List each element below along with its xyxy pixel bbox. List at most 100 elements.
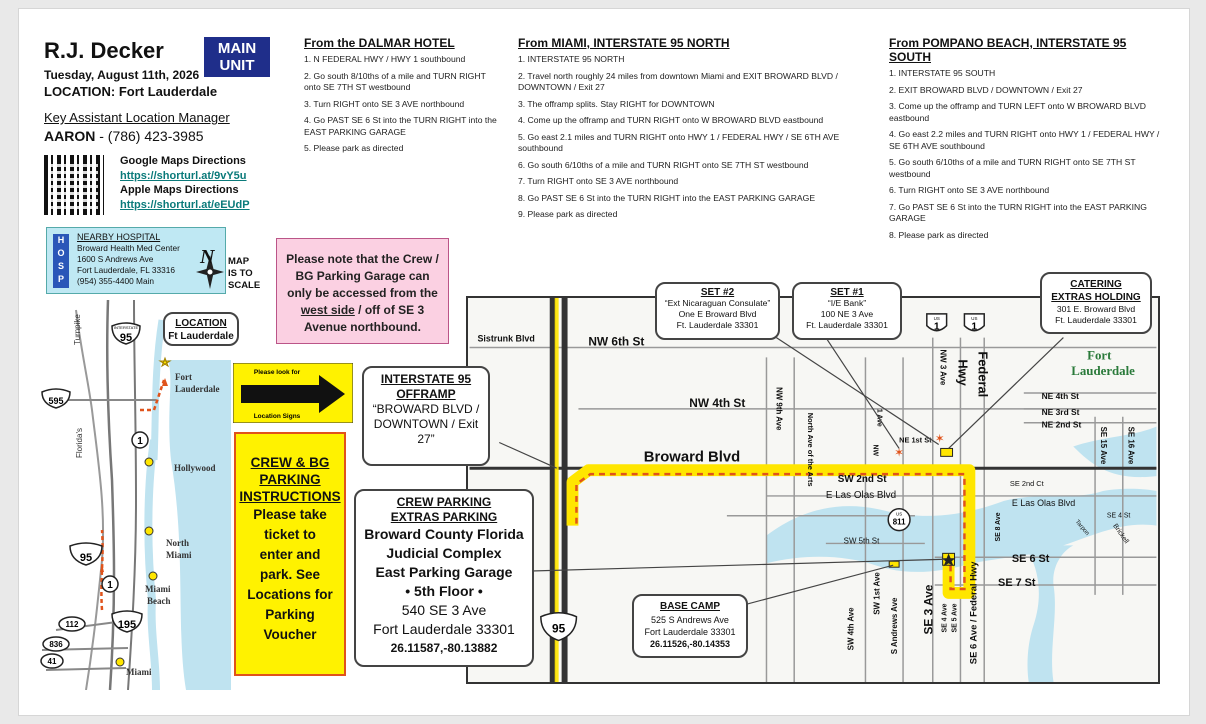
street-nw-small: NW	[871, 444, 878, 456]
street-se3: SE 3 Ave	[922, 584, 936, 634]
crew-parking-callout: CREW PARKING EXTRAS PARKING Broward Coun…	[354, 489, 534, 667]
direction-step: 3. The offramp splits. Stay RIGHT for DO…	[518, 98, 715, 109]
interstate-95-shield: 95	[540, 611, 578, 642]
scale-note-line: IS TO	[228, 268, 253, 279]
hospital-street: 1600 S Andrews Ave	[77, 254, 154, 264]
garage-line: Broward County Florida	[364, 526, 524, 542]
set1-callout: SET #1 “I/E Bank” 100 NE 3 Ave Ft. Laude…	[792, 282, 902, 340]
scale-note-line: MAP	[228, 256, 250, 267]
direction-step: 2. EXIT BROWARD BLVD / DOWNTOWN / Exit 2…	[889, 84, 1083, 95]
direction-step: 2. Go south 8/10ths of a mile and TURN R…	[304, 70, 486, 93]
shield-number: 95	[120, 332, 132, 344]
interstate-595-shield: 595	[41, 388, 71, 409]
street-se7: SE 7 St	[998, 577, 1036, 589]
direction-step: 5. Go south 6/10ths of a mile and TURN R…	[889, 157, 1136, 179]
place-fort: Fort	[175, 372, 192, 382]
set2-line: “Ext Nicaraguan Consulate”	[664, 298, 771, 308]
garage-coordinates: 26.11587,-80.13882	[390, 641, 498, 655]
direction-step: 1. INTERSTATE 95 NORTH	[518, 54, 625, 64]
street-federal: Federal	[975, 351, 990, 397]
set2-line: One E Broward Blvd	[678, 309, 757, 319]
location-label: LOCATION: Fort Lauderdale	[44, 84, 218, 99]
road-836-shield: 836	[42, 636, 70, 652]
street-nw6: NW 6th St	[588, 335, 644, 349]
shield-number: 195	[118, 619, 136, 631]
us-word: US	[896, 512, 902, 517]
us-1-shield: 1	[101, 575, 119, 593]
street-hwy: Hwy	[955, 359, 970, 386]
street-sw4: SW 4th Ave	[847, 607, 856, 651]
google-maps-link[interactable]: https://shorturl.at/9vY5u	[120, 170, 247, 182]
direction-step: 8. Please park as directed	[889, 229, 989, 240]
contact-title: Key Assistant Location Manager	[44, 110, 230, 125]
shield-number: 1	[107, 580, 113, 591]
catering-line: 301 E. Broward Blvd	[1056, 304, 1136, 314]
nearby-hospital-box: HOSP NEARBY HOSPITAL Broward Health Med …	[46, 227, 226, 294]
crew-body-line: park. See	[259, 567, 321, 582]
set2-line: Ft. Lauderdale 33301	[676, 320, 759, 330]
directions-miami: From MIAMI, INTERSTATE 95 NORTH 1. INTER…	[518, 36, 848, 226]
extras-parking-title: EXTRAS PARKING	[390, 510, 498, 524]
street-se6: SE 6 St	[1012, 553, 1050, 565]
hospital-city: Fort Lauderdale, FL 33316	[77, 265, 175, 275]
place-hollywood: Hollywood	[174, 463, 216, 473]
street-las-olas-west: E Las Olas Blvd	[826, 490, 896, 501]
location-callout: LOCATION Ft Lauderdale	[163, 312, 239, 346]
direction-step: 9. Please park as directed	[518, 209, 618, 219]
us-1-shield: US 1	[963, 313, 985, 333]
street-las-olas-east: E Las Olas Blvd	[1012, 498, 1075, 508]
crew-heading-line: CREW & BG	[250, 455, 330, 470]
hospital-info: NEARBY HOSPITAL Broward Health Med Cente…	[77, 232, 180, 287]
direction-step: 3. Turn RIGHT onto SE 3 AVE northbound	[304, 98, 465, 109]
us-1-shield: 1	[131, 431, 149, 449]
garage-city: Fort Lauderdale 33301	[373, 621, 515, 637]
scale-note-line: SCALE	[228, 280, 261, 291]
street-se2ct: SE 2nd Ct	[1010, 479, 1044, 488]
direction-step: 4. Come up the offramp and TURN RIGHT on…	[518, 115, 824, 125]
shield-number: 1	[934, 322, 940, 333]
street-se5a: SE 5 Ave	[952, 603, 959, 632]
base-camp-line: 525 S Andrews Ave	[651, 615, 729, 625]
direction-step: 6. Turn RIGHT onto SE 3 AVE northbound	[889, 185, 1050, 195]
street-sw5: SW 5th St	[844, 536, 880, 545]
direction-step: 3. Come up the offramp and TURN LEFT ont…	[889, 101, 1146, 123]
google-maps-label: Google Maps Directions	[120, 155, 246, 167]
direction-step: 5. Please park as directed	[304, 143, 404, 153]
main-unit-badge: MAIN UNIT	[204, 37, 270, 77]
city-fort: Fort	[1087, 348, 1112, 362]
crew-body-line: ticket to	[264, 527, 316, 542]
shield-number: 95	[80, 552, 92, 564]
direction-step: 7. Go PAST SE 6 St into the TURN RIGHT i…	[889, 201, 1147, 224]
detail-map: ✶ ✶ Sistrunk Blvd NW 6th St NW 4th St Br…	[466, 296, 1160, 684]
shield-number: 1	[137, 436, 143, 447]
qr-code[interactable]	[44, 155, 104, 215]
place-north: North	[166, 538, 189, 548]
direction-step: 7. Turn RIGHT onto SE 3 AVE northbound	[518, 176, 679, 186]
map-scale-note: MAP IS TO SCALE	[228, 256, 260, 292]
street-se16: SE 16 Ave	[1127, 427, 1136, 465]
street-sw1: SW 1st Ave	[872, 572, 881, 615]
apple-maps-link[interactable]: https://shorturl.at/eEUdP	[120, 199, 250, 211]
crew-body-line: Locations for	[247, 587, 333, 602]
street-ne2: NE 2nd St	[1042, 420, 1082, 430]
base-camp-coordinates: 26.11526,-80.14353	[649, 639, 731, 649]
city-lauderdale: Lauderdale	[1071, 364, 1135, 378]
street-ne3: NE 3rd St	[1042, 407, 1080, 417]
shield-number: 811	[893, 518, 906, 527]
set1-line: “I/E Bank”	[827, 298, 867, 308]
street-north-ave-arts: North Ave of the Arts	[806, 413, 815, 487]
florida-turnpike-label: Florida's	[75, 428, 84, 458]
set1-line: 100 NE 3 Ave	[820, 309, 874, 319]
street-ne4: NE 4th St	[1042, 391, 1080, 401]
hosp-badge: HOSP	[53, 234, 69, 288]
street-sw2: SW 2nd St	[838, 474, 888, 485]
catering-callout: CATERING EXTRAS HOLDING 301 E. Broward B…	[1040, 272, 1152, 334]
location-signs-arrow: Please look for Location Signs	[233, 363, 353, 423]
garage-line: East Parking Garage	[375, 564, 513, 580]
direction-step: 1. INTERSTATE 95 SOUTH	[889, 68, 996, 78]
crew-heading-line: PARKING	[259, 472, 321, 487]
note-text-after: / off of SE 3 Avenue northbound.	[304, 303, 425, 334]
hospital-name: Broward Health Med Center	[77, 243, 180, 253]
direction-step: 4. Go PAST SE 6 St into the TURN RIGHT i…	[304, 115, 497, 137]
street-ne1: NE 1st St	[899, 435, 932, 444]
